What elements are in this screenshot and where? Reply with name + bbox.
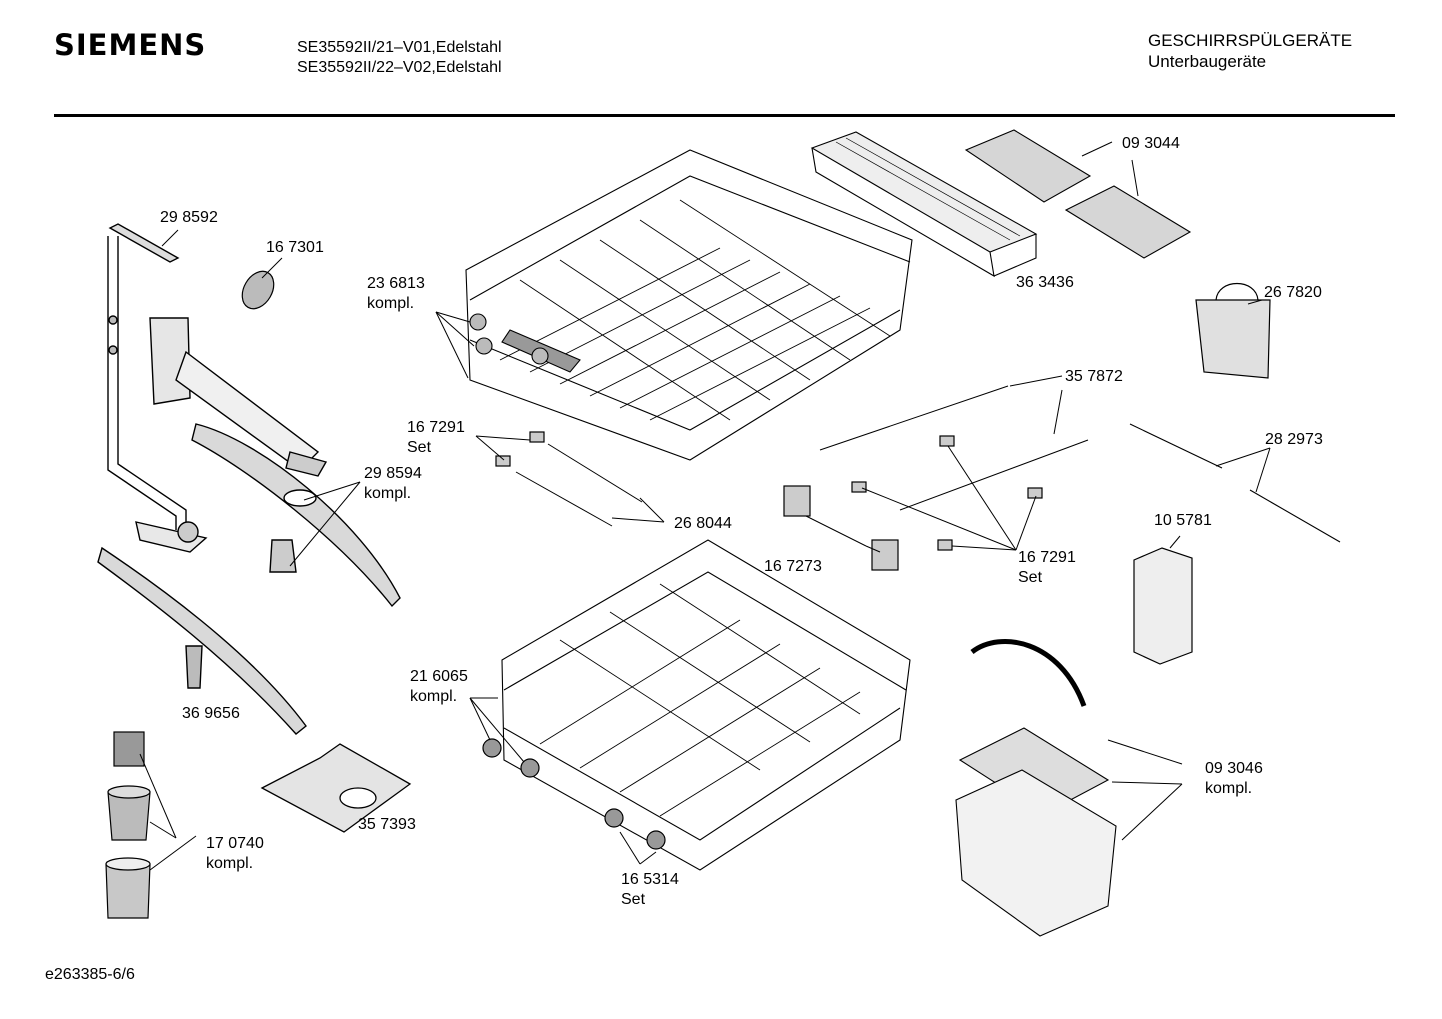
part-167273-label: 16 7273 (764, 557, 822, 577)
part-note: kompl. (367, 295, 415, 312)
tine-rows-small (515, 443, 643, 527)
part-number: 16 7273 (764, 558, 822, 575)
spray-arm-369656 (97, 546, 307, 735)
clips (495, 431, 1043, 571)
upper-spray-arm (149, 317, 328, 477)
part-note: kompl. (206, 855, 254, 872)
part-number: 10 5781 (1154, 512, 1212, 529)
part-number: 09 3046 (1205, 760, 1263, 777)
part-number: 29 8592 (160, 209, 218, 226)
part-note: kompl. (410, 688, 458, 705)
nozzle-167301 (241, 270, 275, 310)
part-note: kompl. (364, 485, 412, 502)
part-note: Set (407, 439, 432, 456)
part-165314-label: 16 5314 Set (621, 870, 679, 910)
part-number: 36 9656 (182, 705, 240, 722)
spray-pipe (107, 223, 208, 553)
header-rule (54, 114, 1395, 117)
part-167301-label: 16 7301 (266, 238, 324, 258)
category-block: GESCHIRRSPÜLGERÄTE Unterbaugeräte (1148, 30, 1352, 72)
category-line-1: GESCHIRRSPÜLGERÄTE (1148, 31, 1353, 50)
knife-racks (1129, 423, 1341, 543)
part-number: 26 8044 (674, 515, 732, 532)
part-number: 21 6065 (410, 668, 468, 685)
part-number: 16 7291 (407, 419, 465, 436)
part-number: 17 0740 (206, 835, 264, 852)
part-number: 09 3044 (1122, 135, 1180, 152)
part-number: 16 7291 (1018, 549, 1076, 566)
model-line-1: SE35592II/21–V01,Edelstahl (297, 39, 502, 56)
part-267820-label: 26 7820 (1264, 283, 1322, 303)
model-line-2: SE35592II/22–V02,Edelstahl (297, 59, 502, 76)
tine-rows (819, 385, 1089, 511)
flat-sieve (260, 743, 412, 833)
part-170740-label: 17 0740 kompl. (206, 834, 264, 874)
part-number: 28 2973 (1265, 431, 1323, 448)
small-cutlery-basket (1195, 282, 1271, 379)
filter-set (105, 731, 151, 919)
lower-spray-arm (191, 423, 401, 608)
wheels (482, 738, 666, 850)
part-167291b-label: 16 7291 Set (1018, 548, 1076, 588)
part-number: 26 7820 (1264, 284, 1322, 301)
part-167291a-label: 16 7291 Set (407, 418, 465, 458)
part-number: 35 7393 (358, 816, 416, 833)
part-236813-label: 23 6813 kompl. (367, 274, 425, 314)
lower-basket (501, 539, 911, 871)
part-357872-label: 35 7872 (1065, 367, 1123, 387)
part-216065-label: 21 6065 kompl. (410, 667, 468, 707)
part-note: Set (1018, 569, 1043, 586)
upper-basket (465, 149, 913, 461)
part-note: Set (621, 891, 646, 908)
brand-logo: SIEMENS (54, 28, 207, 62)
part-105781-label: 10 5781 (1154, 511, 1212, 531)
leader-lines (139, 141, 1271, 871)
part-number: 29 8594 (364, 465, 422, 482)
part-number: 16 7301 (266, 239, 324, 256)
part-369656-label: 36 9656 (182, 704, 240, 724)
bottle-holder (1133, 547, 1193, 665)
part-number: 35 7872 (1065, 368, 1123, 385)
part-number: 23 6813 (367, 275, 425, 292)
part-093044-label: 09 3044 (1122, 134, 1180, 154)
document-id: e263385-6/6 (45, 966, 135, 983)
part-298594-label: 29 8594 kompl. (364, 464, 422, 504)
part-268044-label: 26 8044 (674, 514, 732, 534)
part-298592-label: 29 8592 (160, 208, 218, 228)
part-093046-label: 09 3046 kompl. (1205, 759, 1263, 799)
part-note: kompl. (1205, 780, 1253, 797)
part-number: 36 3436 (1016, 274, 1074, 291)
category-line-2: Unterbaugeräte (1148, 52, 1267, 71)
part-number: 16 5314 (621, 871, 679, 888)
model-list: SE35592II/21–V01,Edelstahl SE35592II/22–… (297, 38, 502, 78)
cutlery-basket-093046 (955, 638, 1117, 937)
part-282973-label: 28 2973 (1265, 430, 1323, 450)
part-363436-label: 36 3436 (1016, 273, 1074, 293)
part-357393-label: 35 7393 (358, 815, 416, 835)
cutlery-tray (810, 131, 1038, 278)
cup-shelves (964, 129, 1192, 259)
